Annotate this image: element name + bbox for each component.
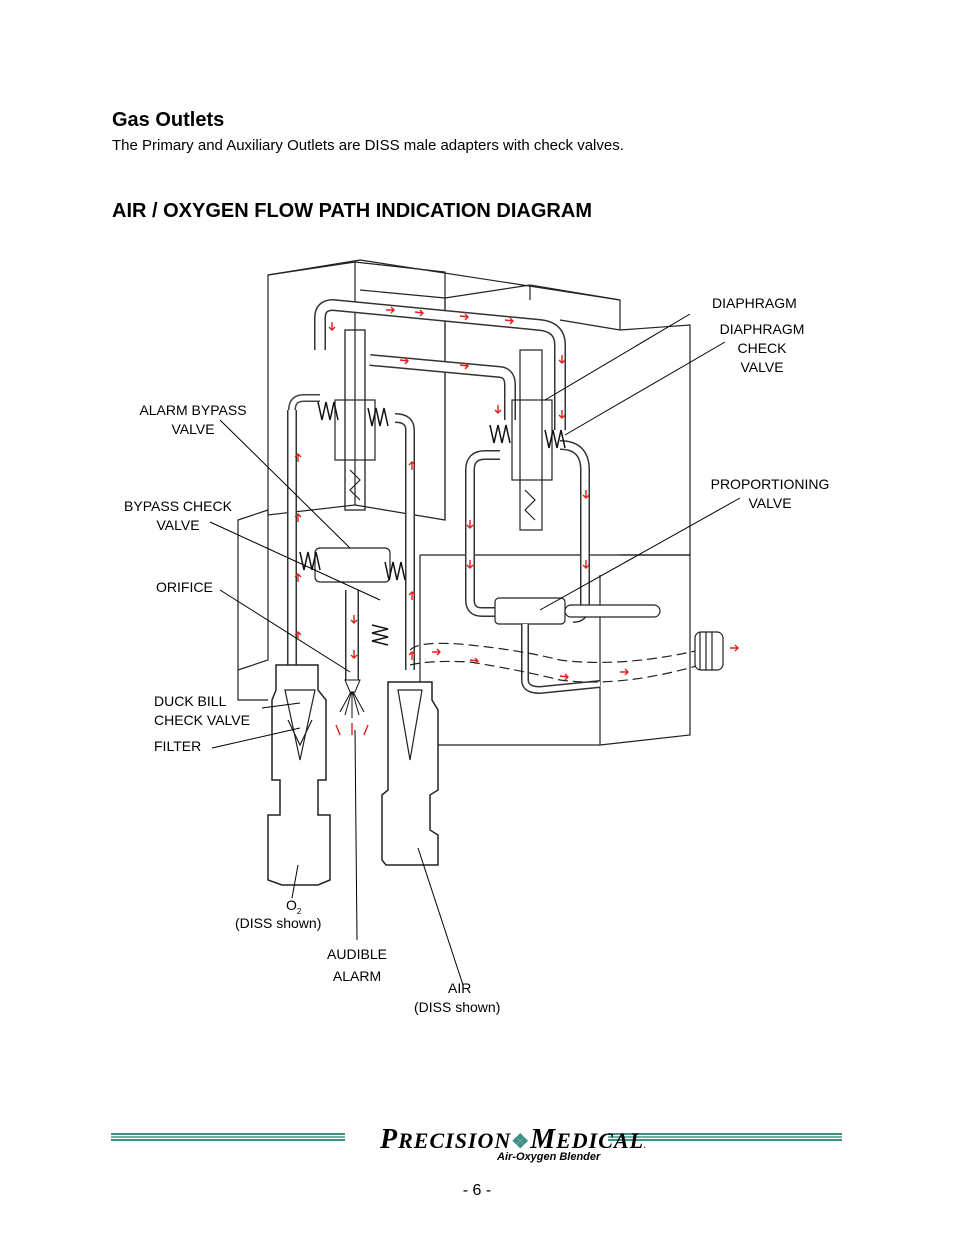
footer-rule-left bbox=[111, 1133, 345, 1144]
diagram-title: AIR / OXYGEN FLOW PATH INDICATION DIAGRA… bbox=[112, 200, 592, 222]
label-orifice: ORIFICE bbox=[156, 579, 213, 595]
label-o2-diss: (DISS shown) bbox=[235, 915, 322, 931]
label-o2: O2 bbox=[286, 897, 302, 916]
block-right bbox=[619, 324, 691, 556]
label-audible-alarm: AUDIBLE ALARM bbox=[327, 946, 387, 984]
label-proportioning-valve: PROPORTIONING VALVE bbox=[710, 476, 830, 511]
page-number: - 6 - bbox=[462, 1182, 492, 1199]
label-diaphragm: DIAPHRAGM bbox=[712, 295, 797, 311]
label-air-diss: (DISS shown) bbox=[414, 999, 501, 1015]
block-base bbox=[420, 554, 691, 746]
section-heading: Gas Outlets bbox=[112, 109, 225, 131]
flow-arrows bbox=[294, 306, 739, 736]
leaf-icon: ❖ bbox=[511, 1131, 531, 1153]
label-air: AIR bbox=[448, 980, 472, 996]
product-subtitle: Air-Oxygen Blender bbox=[497, 1151, 601, 1163]
section-text: The Primary and Auxiliary Outlets are DI… bbox=[112, 137, 624, 154]
brand-logo: PRECISION❖MEDICAL. bbox=[380, 1124, 648, 1155]
label-diaphragm-check-valve: DIAPHRAGM CHECK VALVE bbox=[719, 321, 805, 375]
o2-inlet-fitting bbox=[267, 664, 331, 886]
label-alarm-bypass-valve: ALARM BYPASS VALVE bbox=[139, 402, 247, 437]
footer-rule-right bbox=[608, 1133, 842, 1144]
label-filter: FILTER bbox=[154, 738, 202, 754]
air-inlet-fitting bbox=[381, 681, 439, 866]
label-bypass-check-valve: BYPASS CHECK VALVE bbox=[124, 498, 232, 533]
label-duck-bill-check-valve: DUCK BILL CHECK VALVE bbox=[154, 693, 250, 728]
